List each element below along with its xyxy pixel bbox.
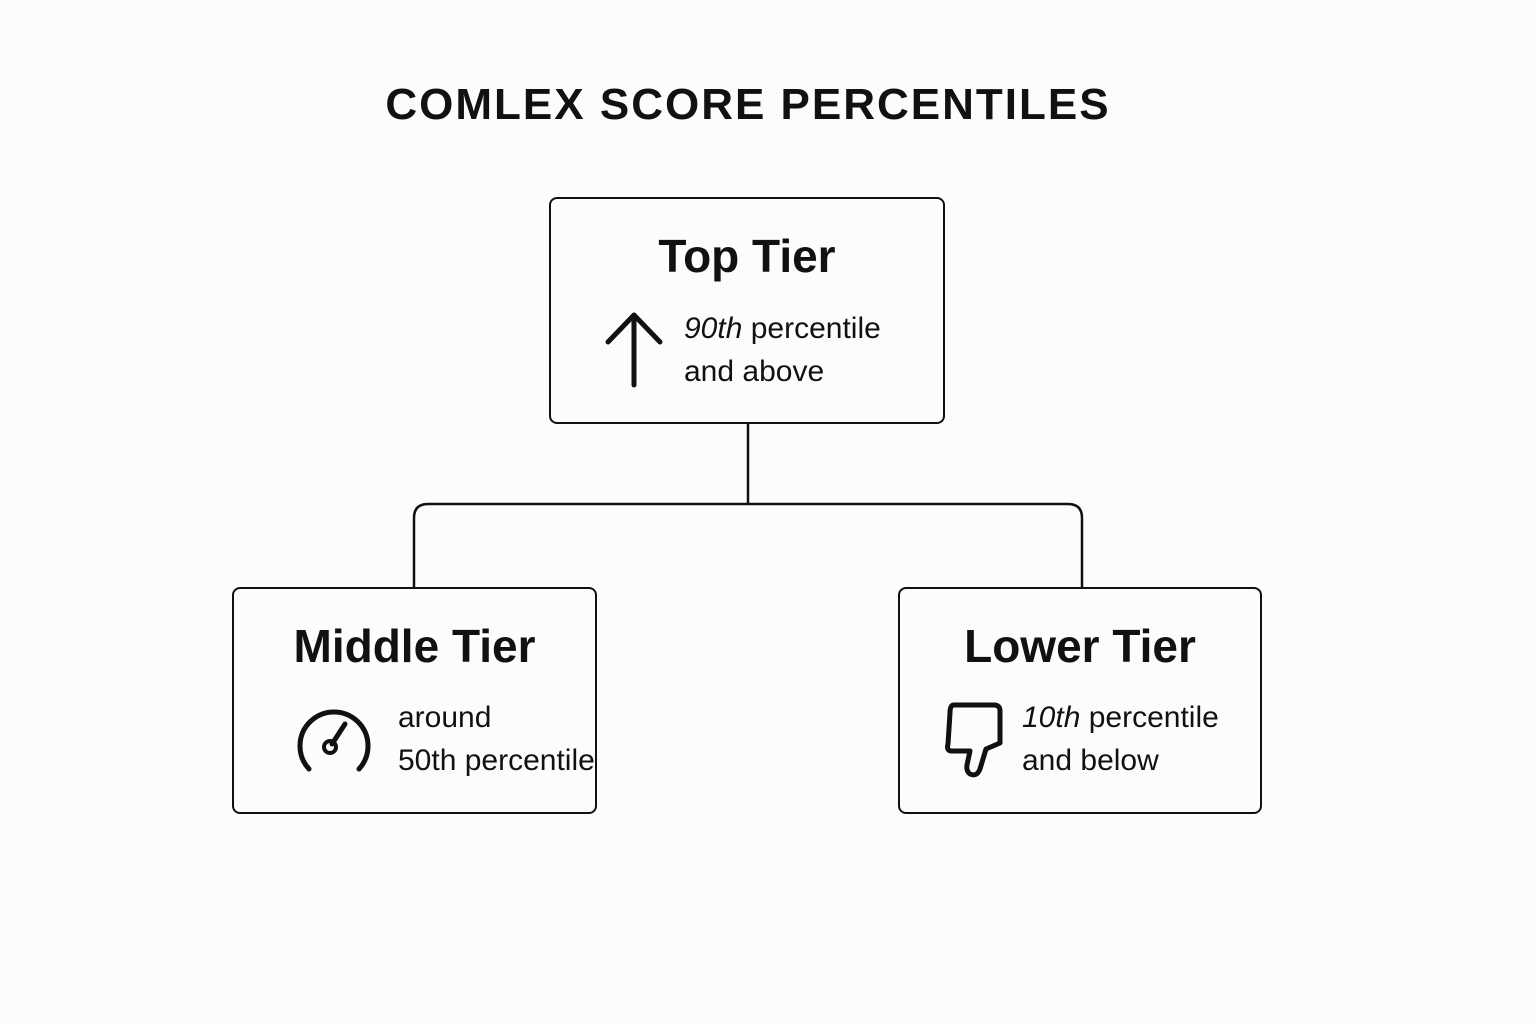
- middle-tier-description: around 50th percentile: [398, 696, 595, 782]
- top-tier-title: Top Tier: [658, 230, 836, 282]
- top-tier-percentile: 90th: [684, 312, 743, 345]
- middle-tier-line2: 50th percentile: [398, 744, 595, 777]
- arrow-up-icon: [605, 312, 663, 388]
- lower-tier-percentile: 10th: [1022, 701, 1081, 734]
- diagram-title: COMLEX SCORE PERCENTILES: [385, 80, 1111, 129]
- lower-tier-line1: percentile: [1080, 701, 1219, 734]
- top-tier-description: 90th percentile and above: [684, 307, 881, 393]
- gauge-icon: [297, 709, 371, 772]
- top-tier-node: Top Tier 90th percentile and above: [549, 197, 945, 424]
- top-tier-line2: and above: [684, 355, 825, 388]
- lower-tier-line2: and below: [1022, 744, 1159, 777]
- lower-tier-description: 10th percentile and below: [1022, 696, 1219, 782]
- top-tier-line1: percentile: [742, 312, 881, 345]
- middle-tier-title: Middle Tier: [293, 620, 536, 672]
- thumbs-down-icon: [945, 702, 1003, 778]
- lower-tier-node: Lower Tier 10th percentile and below: [898, 587, 1262, 814]
- lower-tier-title: Lower Tier: [964, 620, 1196, 672]
- connector-branch: [412, 502, 1084, 587]
- middle-tier-line1: around: [398, 701, 492, 734]
- middle-tier-node: Middle Tier around 50th percentile: [232, 587, 597, 814]
